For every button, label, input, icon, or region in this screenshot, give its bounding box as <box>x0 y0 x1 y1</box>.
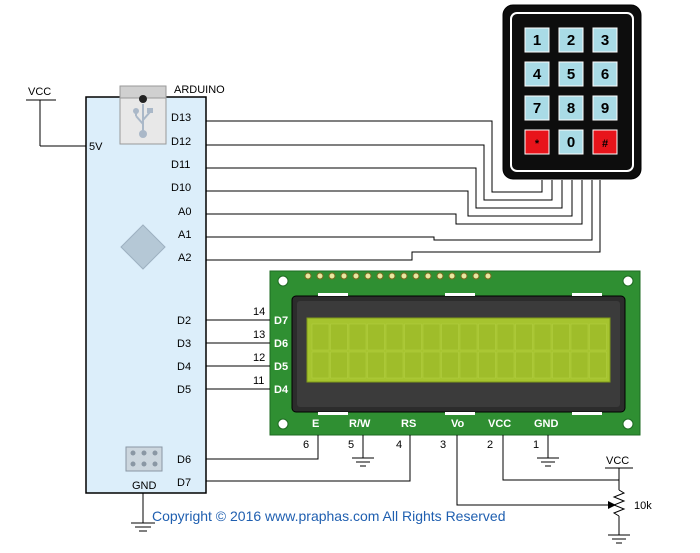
keypad-key-0: 0 <box>558 129 584 155</box>
arduino-board: ARDUINO 5V GND D13 D12 D11 D10 A0 A1 A2 … <box>85 84 225 494</box>
keypad-key-label: 3 <box>601 32 609 49</box>
keypad-key-label: 5 <box>567 66 575 83</box>
pin-label-d7: D7 <box>177 477 191 489</box>
keypad-key-hash: # <box>592 129 618 155</box>
lcd-label-rs: RS <box>401 418 416 430</box>
keypad-wires <box>206 120 601 261</box>
keypad-key-6: 6 <box>592 61 618 87</box>
lcd-label-gnd: GND <box>534 418 559 430</box>
keypad-key-label: 6 <box>601 66 609 83</box>
pin-number-6: 6 <box>303 439 309 451</box>
pin-number-4: 4 <box>396 439 402 451</box>
pot-value-label: 10k <box>634 500 652 512</box>
lcd-label-d4: D4 <box>274 384 289 396</box>
pin-number-12: 12 <box>253 352 265 364</box>
resistor-zigzag <box>612 489 626 517</box>
vcc-supply: VCC <box>26 86 86 147</box>
copyright-text: Copyright © 2016 www.praphas.com All Rig… <box>152 508 505 524</box>
pin-label-d10: D10 <box>171 182 191 194</box>
wiper-arrow-icon <box>608 501 616 509</box>
lcd-label-vo: Vo <box>451 418 465 430</box>
lcd-label-rw: R/W <box>349 418 371 430</box>
keypad-key-8: 8 <box>558 95 584 121</box>
keypad-key-label: 9 <box>601 100 609 117</box>
lcd-label-vcc: VCC <box>488 418 511 430</box>
lcd-label-e: E <box>312 418 319 430</box>
keypad-key-label: 7 <box>533 100 541 117</box>
pin-5v-label: 5V <box>89 141 103 153</box>
keypad-key-label: 2 <box>567 32 575 49</box>
lcd-label-d6: D6 <box>274 338 288 350</box>
keypad-key-star: * <box>524 129 550 155</box>
pin-number-14: 14 <box>253 306 265 318</box>
keypad-key-label: 8 <box>567 100 575 117</box>
arduino-gnd-label: GND <box>132 480 157 492</box>
pot-vcc-label: VCC <box>606 455 629 467</box>
lcd-data-wires: 14 13 12 11 <box>206 306 270 390</box>
pin-label-d5: D5 <box>177 384 191 396</box>
keypad-key-2: 2 <box>558 27 584 53</box>
pin-label-a1: A1 <box>178 229 191 241</box>
pin-number-1: 1 <box>533 439 539 451</box>
keypad-key-3: 3 <box>592 27 618 53</box>
lcd-header-pins <box>304 272 492 280</box>
pin-label-d13: D13 <box>171 112 191 124</box>
lcd-control-wires: 6 5 4 3 2 1 <box>206 435 619 506</box>
keypad-key-1: 1 <box>524 27 550 53</box>
keypad-key-label: # <box>602 138 608 150</box>
pin-number-5: 5 <box>348 439 354 451</box>
usb-icon <box>133 104 153 138</box>
pin-label-a0: A0 <box>178 206 191 218</box>
keypad-key-label: 4 <box>533 66 542 83</box>
pin-label-d11: D11 <box>171 159 190 171</box>
lcd-character-cells <box>311 323 607 379</box>
keypad: 1 2 3 4 5 6 7 8 9 * 0 # <box>502 4 642 180</box>
vcc-label: VCC <box>28 86 51 98</box>
keypad-key-label: 0 <box>567 134 575 151</box>
pin-label-d4: D4 <box>177 361 191 373</box>
pin-number-11: 11 <box>253 375 264 387</box>
icsp-header <box>125 446 163 472</box>
arduino-ground-symbol <box>131 493 155 532</box>
pin-label-d2: D2 <box>177 315 191 327</box>
keypad-key-5: 5 <box>558 61 584 87</box>
pin-number-2: 2 <box>487 439 493 451</box>
pin-label-d6: D6 <box>177 454 191 466</box>
keypad-key-label: * <box>535 138 540 150</box>
keypad-key-7: 7 <box>524 95 550 121</box>
mcu-chip <box>120 224 166 270</box>
lcd-label-d7: D7 <box>274 315 288 327</box>
pin-label-a2: A2 <box>178 252 191 264</box>
lcd-label-d5: D5 <box>274 361 288 373</box>
pin-number-13: 13 <box>253 329 265 341</box>
keypad-key-label: 1 <box>533 32 541 49</box>
arduino-title: ARDUINO <box>174 84 225 96</box>
keypad-key-4: 4 <box>524 61 550 87</box>
pin-label-d12: D12 <box>171 136 191 148</box>
potentiometer: VCC 10k <box>605 455 652 544</box>
lcd-module: D7 D6 D5 D4 E R/W RS Vo VCC GND <box>269 270 641 436</box>
keypad-key-9: 9 <box>592 95 618 121</box>
pin-number-3: 3 <box>440 439 446 451</box>
arduino-body <box>85 96 207 494</box>
pin-label-d3: D3 <box>177 338 191 350</box>
